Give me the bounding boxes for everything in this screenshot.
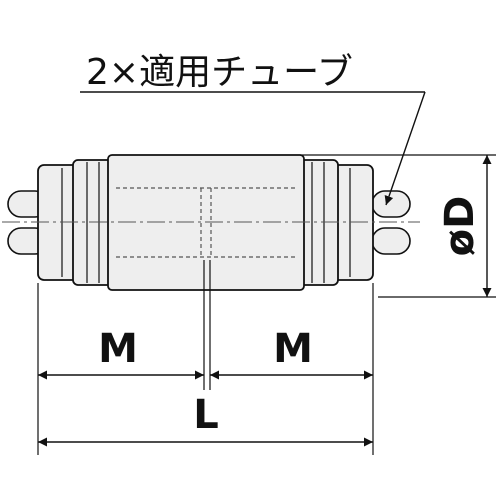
hidden-lines — [116, 187, 296, 258]
dim-label-l: L — [193, 392, 219, 438]
dim-label-m-right: M — [273, 326, 313, 372]
callout-leader — [80, 91, 426, 206]
dim-label-m-left: M — [98, 326, 138, 372]
extension-lines — [37, 154, 496, 455]
callout-label: 2×適用チューブ — [86, 52, 353, 93]
dim-label-d: øD — [437, 196, 483, 257]
